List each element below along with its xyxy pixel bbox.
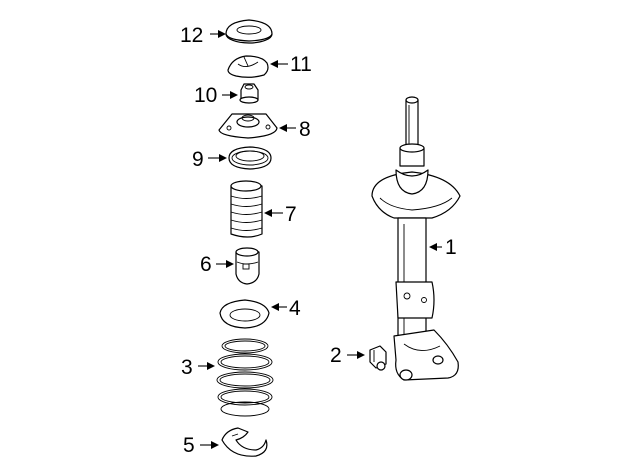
part-11-mount-pad xyxy=(227,55,269,78)
callout-9: 9 xyxy=(192,148,227,171)
part-1-strut xyxy=(371,96,461,381)
callout-label-5: 5 xyxy=(183,434,195,457)
callout-label-2: 2 xyxy=(330,344,342,367)
callout-label-10: 10 xyxy=(194,84,217,107)
callout-7: 7 xyxy=(264,203,297,226)
callout-4: 4 xyxy=(271,297,301,320)
callout-label-4: 4 xyxy=(289,297,301,320)
callout-1: 1 xyxy=(429,236,457,259)
callout-label-12: 12 xyxy=(180,24,203,47)
callout-10: 10 xyxy=(194,84,238,107)
callout-8: 8 xyxy=(279,118,311,141)
callout-label-11: 11 xyxy=(290,53,312,76)
callout-label-7: 7 xyxy=(285,203,297,226)
callout-label-3: 3 xyxy=(181,356,193,379)
part-5-lower-seat xyxy=(221,427,268,457)
part-2-bolt xyxy=(369,345,387,371)
callout-label-6: 6 xyxy=(200,253,212,276)
callout-label-1: 1 xyxy=(445,236,457,259)
callout-6: 6 xyxy=(200,253,234,276)
part-7-dust-boot xyxy=(230,180,263,238)
part-4-spring-seat xyxy=(219,299,270,329)
callout-3: 3 xyxy=(181,356,215,379)
callout-label-8: 8 xyxy=(299,118,311,141)
part-9-bearing xyxy=(228,146,272,170)
part-12-top-cap xyxy=(225,19,273,44)
callout-5: 5 xyxy=(183,434,219,457)
part-3-coil-spring xyxy=(216,338,274,417)
part-10-nut xyxy=(239,83,259,104)
callout-11: 11 xyxy=(270,53,312,76)
part-6-bump-stop xyxy=(235,247,260,285)
callout-label-9: 9 xyxy=(192,148,204,171)
part-8-upper-mount xyxy=(218,113,278,139)
callout-12: 12 xyxy=(180,24,226,47)
callout-2: 2 xyxy=(330,344,365,367)
